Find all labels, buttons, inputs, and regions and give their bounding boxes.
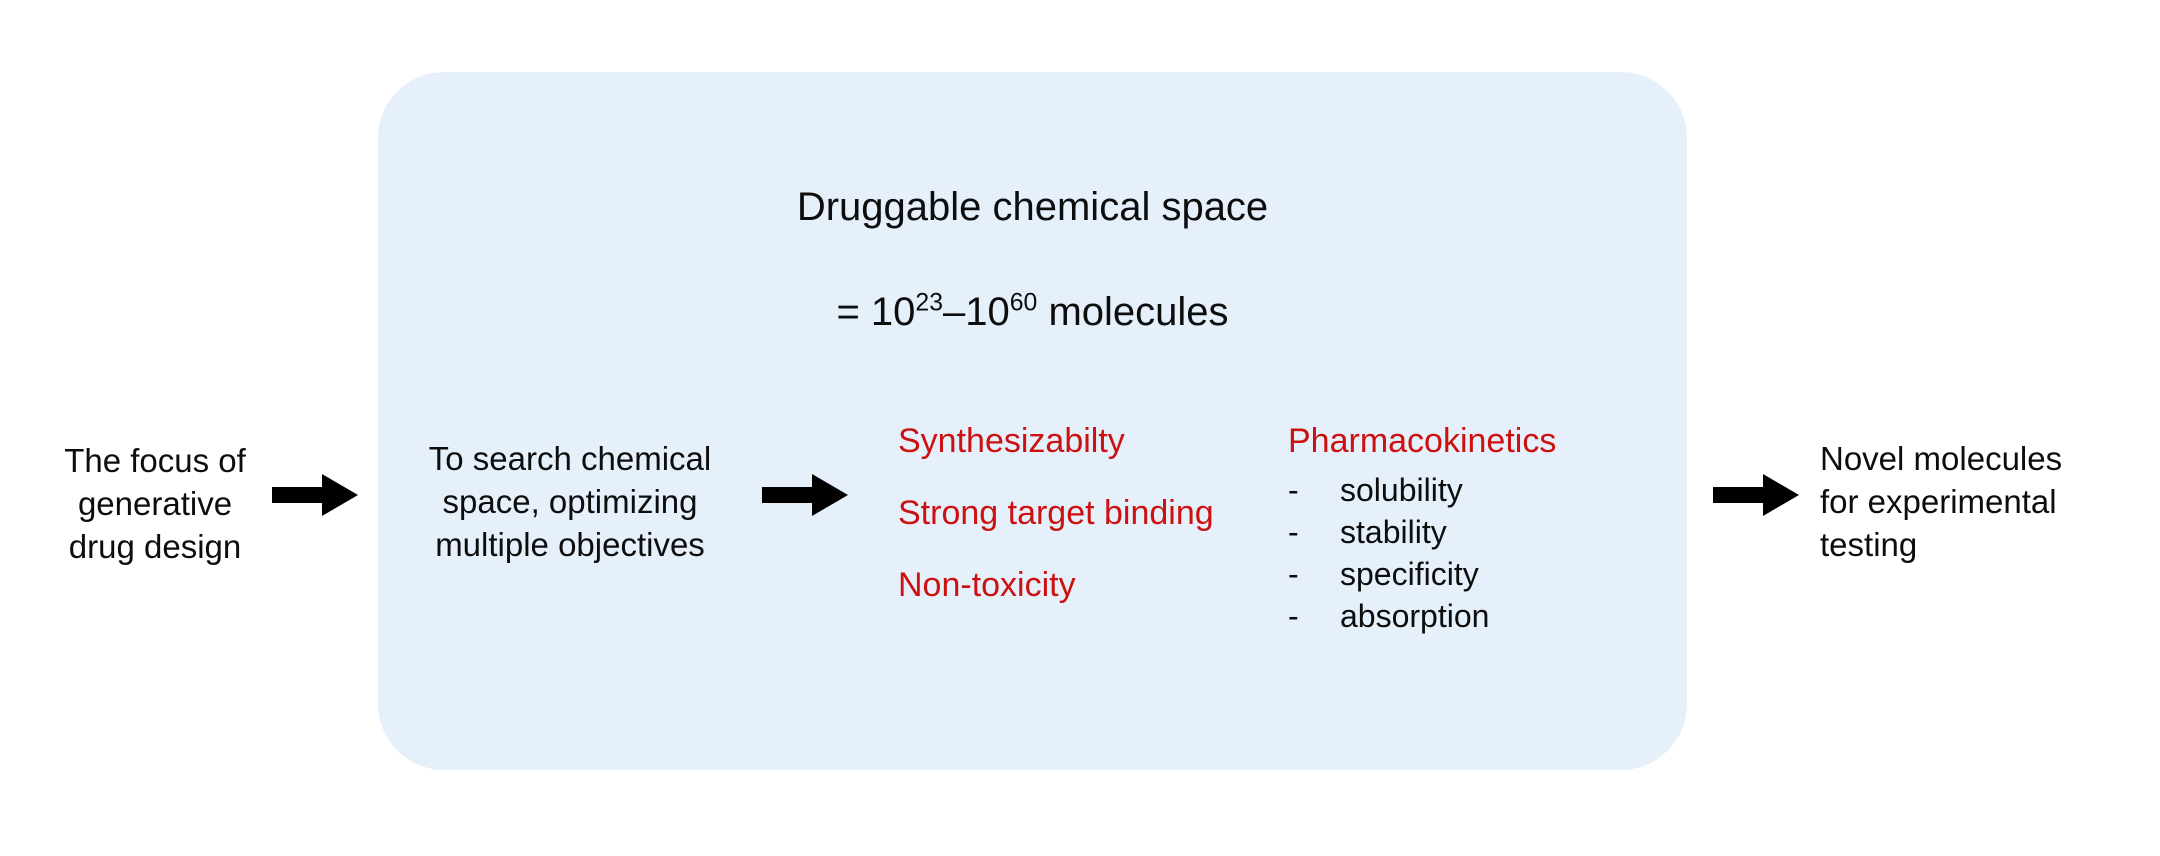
objective-item: Non-toxicity [898, 566, 1076, 604]
space-box-title: Druggable chemical space = 1023–1060 mol… [378, 128, 1687, 392]
pharmacokinetics-group: Pharmacokinetics - solubility - stabilit… [1288, 424, 1628, 642]
output-label: Novel molecules for experimental testing [1820, 440, 2063, 563]
objective-item: Strong target binding [898, 494, 1214, 532]
title-molecule-count-dash: –10 [943, 290, 1010, 335]
title-exponent-low: 23 [915, 290, 943, 318]
objective-item: Synthesizabilty [898, 422, 1125, 460]
pharmacokinetics-item-label: absorption [1340, 598, 1490, 634]
objectives-list: Synthesizabilty Strong target binding No… [898, 424, 1248, 640]
pharmacokinetics-title: Pharmacokinetics [1288, 422, 1557, 460]
pharmacokinetics-item: - solubility [1288, 474, 1628, 516]
pharmacokinetics-item-label: stability [1340, 514, 1447, 550]
pharmacokinetics-item: - specificity [1288, 558, 1628, 600]
title-exponent-high: 60 [1009, 290, 1038, 318]
bullet-dash-icon: - [1288, 556, 1299, 592]
input-label: The focus of generative drug design [64, 442, 246, 565]
arrow-input-to-process-icon [272, 472, 358, 518]
druggable-chemical-space-box [378, 72, 1687, 770]
pharmacokinetics-item-label: specificity [1340, 556, 1479, 592]
process-label: To search chemical space, optimizing mul… [428, 440, 712, 563]
title-molecule-count-prefix: = 10 [836, 290, 916, 335]
pharmacokinetics-item-label: solubility [1340, 472, 1463, 508]
pharmacokinetics-item: - stability [1288, 516, 1628, 558]
space-box-title-line2: = 1023–1060 molecules [378, 286, 1687, 339]
bullet-dash-icon: - [1288, 598, 1299, 634]
arrow-box-to-output-icon [1713, 472, 1799, 518]
bullet-dash-icon: - [1288, 472, 1299, 508]
arrow-process-to-objectives-icon [762, 472, 848, 518]
pharmacokinetics-item: - absorption [1288, 600, 1628, 642]
title-molecule-count-suffix: molecules [1037, 290, 1229, 335]
space-box-title-line1: Druggable chemical space [796, 184, 1269, 229]
bullet-dash-icon: - [1288, 514, 1299, 550]
